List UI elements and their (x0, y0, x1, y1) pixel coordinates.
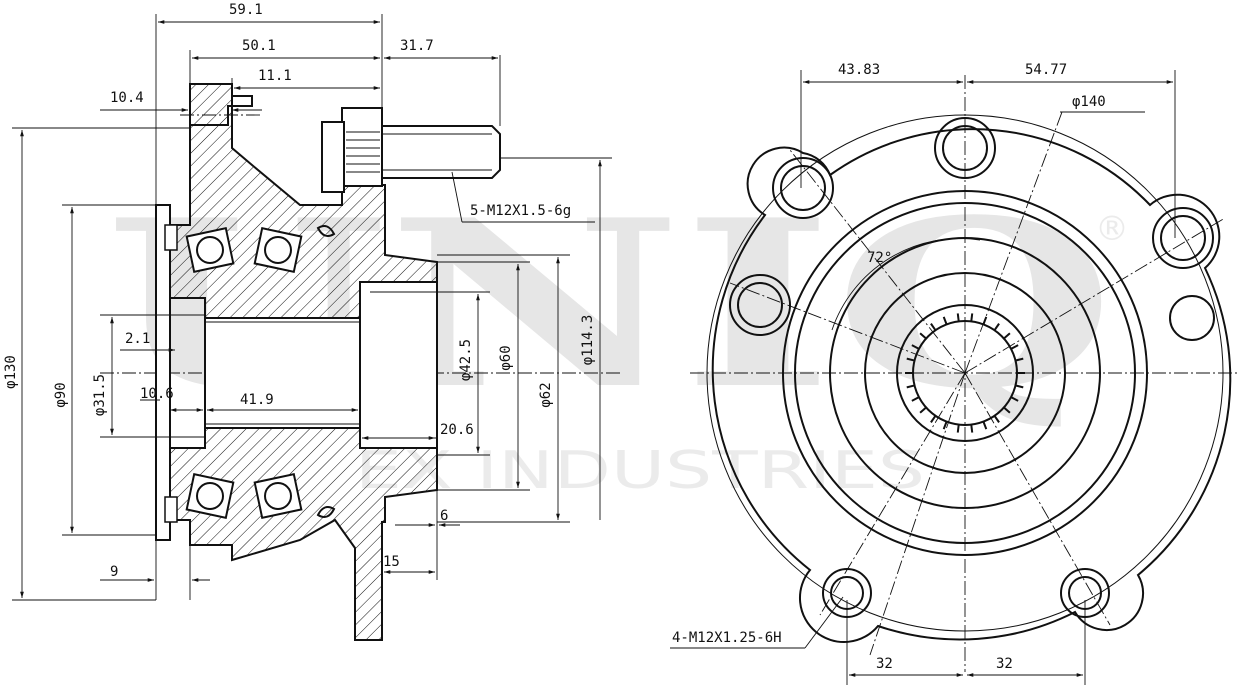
spline-tooth (919, 406, 927, 414)
spline-tooth (1015, 384, 1024, 389)
side-dimensions (12, 14, 612, 601)
hub-circle (864, 272, 1066, 474)
dim-54-77: 54.77 (1025, 62, 1067, 78)
dim-43-83: 43.83 (838, 62, 880, 78)
spline-tooth (1015, 357, 1024, 362)
dim-31-7: 31.7 (400, 38, 434, 54)
seal-lower (164, 496, 178, 523)
dim-2-1: 2.1 (125, 331, 150, 347)
hub-bore (204, 317, 361, 429)
seal-right-upper (316, 225, 336, 237)
spline-tooth (930, 415, 937, 423)
dim-41-9: 41.9 (240, 392, 274, 408)
dim-50-1: 50.1 (242, 38, 276, 54)
construction-lines (729, 111, 1226, 656)
flange-lug (189, 83, 253, 126)
front-dimensions (670, 70, 1176, 685)
spline-tooth (970, 313, 974, 322)
inner-ring-face (155, 204, 171, 541)
outer-diameter-circle (706, 114, 1224, 632)
hole-thread-callout: 4-M12X1.25-6H (672, 630, 782, 646)
dim-phi-31-5: φ31.5 (92, 374, 108, 416)
dim-10-4: 10.4 (110, 90, 144, 106)
spline-tooth (906, 357, 915, 362)
watermark-subtitle: EX INDUSTRIES (355, 441, 925, 501)
spline-tooth (1003, 332, 1011, 340)
spline-tooth (1003, 406, 1011, 414)
flange-outline (711, 128, 1232, 644)
spline-outer (896, 304, 1034, 442)
dim-phi-42-5: φ42.5 (458, 339, 474, 381)
flange-pilot (359, 281, 438, 449)
spline-tooth (956, 313, 960, 322)
dim-11-1: 11.1 (258, 68, 292, 84)
pilot-circle-3 (829, 237, 1101, 509)
dim-20-6: 20.6 (440, 422, 474, 438)
dim-15: 15 (383, 554, 400, 570)
dim-phi-62: φ62 (538, 382, 554, 407)
dim-59-1: 59.1 (229, 2, 263, 18)
watermark-registered-mark: ® (1095, 209, 1129, 249)
front-view: 43.83 54.77 φ140 72° 32 32 4-M12X1.25-6H (670, 62, 1240, 685)
seal-upper (164, 224, 178, 251)
side-section-view: 59.1 50.1 31.7 11.1 10.4 2.1 10.6 41.9 2… (3, 2, 620, 641)
wheel-stud (321, 107, 501, 193)
ball-row-lower (185, 473, 303, 519)
spline-tooth (1010, 344, 1019, 350)
dim-phi-140: φ140 (1072, 94, 1106, 110)
stud-thread-callout: 5-M12X1.5-6g (470, 203, 571, 219)
ball-row-upper (185, 227, 303, 273)
dim-phi-114-3: φ114.3 (580, 315, 596, 366)
front-dimension-labels: 43.83 54.77 φ140 72° 32 32 4-M12X1.25-6H (672, 62, 1106, 672)
angle-72: 72° (867, 250, 892, 266)
dim-9: 9 (110, 564, 118, 580)
spline-tooth (993, 415, 1000, 423)
spline-tooth (906, 384, 915, 389)
dim-phi-90: φ90 (53, 382, 69, 407)
spline-tooth (942, 421, 948, 430)
dim-phi-130: φ130 (3, 355, 19, 389)
spline-tooth (993, 323, 1000, 331)
spline-tooth (919, 332, 927, 340)
seal-right-lower (316, 506, 336, 518)
dim-phi-60: φ60 (498, 345, 514, 370)
hub-body-lower (164, 427, 438, 641)
spline-tooth (970, 424, 974, 433)
spline-tooth (911, 344, 920, 350)
dim-32-left: 32 (876, 656, 893, 672)
spline-tooth (930, 323, 937, 331)
dim-10-6: 10.6 (140, 386, 174, 402)
spline-tooth (956, 424, 960, 433)
spline-tooth (942, 316, 948, 325)
dim-6: 6 (440, 508, 448, 524)
stud-holes (729, 117, 1215, 618)
dim-32-right: 32 (996, 656, 1013, 672)
spline-tooth (911, 396, 920, 402)
spline-tooth (1010, 396, 1019, 402)
spline-tooth (982, 421, 988, 430)
pilot-circle-outer (782, 190, 1148, 556)
side-dimension-labels: 59.1 50.1 31.7 11.1 10.4 2.1 10.6 41.9 2… (3, 2, 596, 580)
spline-teeth (905, 313, 1025, 433)
pilot-circle-2 (794, 202, 1136, 544)
